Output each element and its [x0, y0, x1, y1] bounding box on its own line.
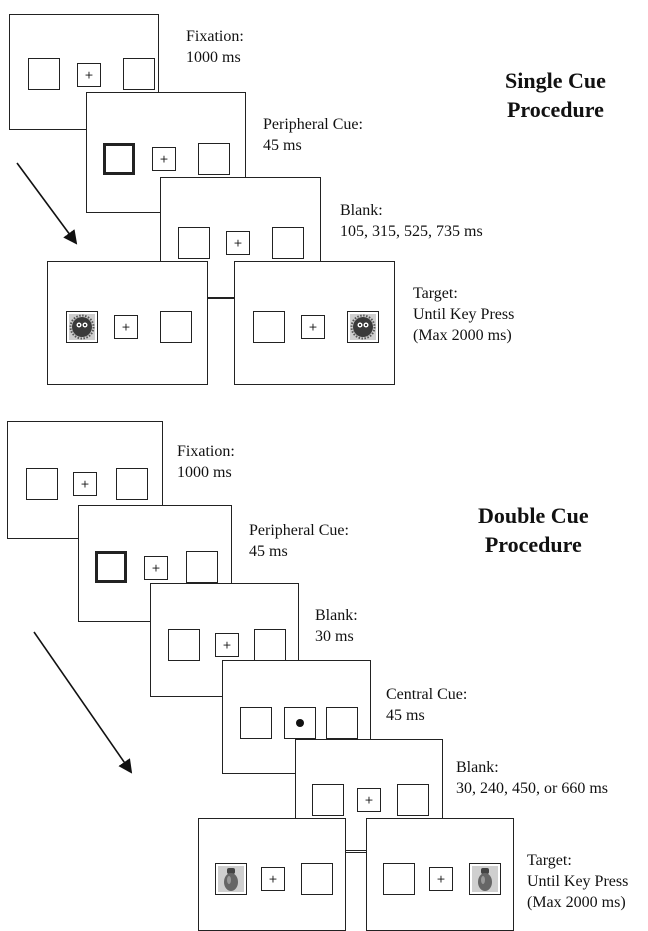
fixation-cross: + [430, 873, 452, 884]
left-placeholder-box [26, 468, 58, 500]
left-placeholder-box [312, 784, 344, 816]
single-target-left-frame: + [47, 261, 208, 385]
fixation-cross: + [115, 321, 137, 332]
fixation-box: + [144, 556, 168, 580]
right-placeholder-box [326, 707, 358, 739]
fixation-box: + [261, 867, 285, 891]
left-placeholder-box [253, 311, 285, 343]
single-target-label: Target:Until Key Press(Max 2000 ms) [413, 283, 514, 346]
bottle-icon [472, 866, 498, 892]
target-box-right [347, 311, 379, 343]
right-placeholder-box [272, 227, 304, 259]
connector-line [208, 297, 234, 298]
right-placeholder-box [397, 784, 429, 816]
fixation-cross: + [78, 69, 100, 80]
right-placeholder-box [186, 551, 218, 583]
target-box-left [66, 311, 98, 343]
single-target-right-frame: + [234, 261, 395, 385]
left-placeholder-box [178, 227, 210, 259]
fixation-box: + [114, 315, 138, 339]
left-placeholder-box [383, 863, 415, 895]
fixation-box: + [301, 315, 325, 339]
double-target-right-frame: + [366, 818, 514, 931]
fixation-cross: + [145, 562, 167, 573]
single-fixation-label: Fixation:1000 ms [186, 26, 244, 68]
fixation-box: + [77, 63, 101, 87]
fixation-cross: + [302, 321, 324, 332]
left-placeholder-box [168, 629, 200, 661]
bottle-icon [218, 866, 244, 892]
single-blank-label: Blank:105, 315, 525, 735 ms [340, 200, 483, 242]
right-placeholder-box [254, 629, 286, 661]
diagonal-arrow-icon [17, 163, 76, 243]
cued-left-box [95, 551, 127, 583]
left-placeholder-box [240, 707, 272, 739]
double-blank-label-2: Blank:30, 240, 450, or 660 ms [456, 757, 608, 799]
fixation-box: + [429, 867, 453, 891]
double-fixation-label: Fixation:1000 ms [177, 441, 235, 483]
double-blank-label-1: Blank:30 ms [315, 605, 358, 647]
cued-left-box [103, 143, 135, 175]
right-placeholder-box [123, 58, 155, 90]
fixation-cross: + [74, 478, 96, 489]
right-placeholder-box [116, 468, 148, 500]
fixation-cross: + [262, 873, 284, 884]
target-box-right [469, 863, 501, 895]
fuzzy-ball-icon [350, 314, 376, 340]
diagonal-arrow-icon [34, 632, 131, 772]
double-target-label: Target:Until Key Press(Max 2000 ms) [527, 850, 628, 913]
fixation-cross: + [358, 794, 380, 805]
double-peripheral-cue-label: Peripheral Cue:45 ms [249, 520, 349, 562]
right-placeholder-box [301, 863, 333, 895]
left-placeholder-box [28, 58, 60, 90]
fixation-cross: + [227, 237, 249, 248]
connector-line [346, 850, 366, 851]
double-central-cue-label: Central Cue:45 ms [386, 684, 467, 726]
fixation-cross: + [216, 639, 238, 650]
fixation-box: + [357, 788, 381, 812]
right-placeholder-box [160, 311, 192, 343]
fixation-box: + [73, 472, 97, 496]
central-cue-box [284, 707, 316, 739]
fixation-cross: + [153, 153, 175, 164]
right-placeholder-box [198, 143, 230, 175]
central-cue-dot [296, 719, 304, 727]
fixation-box: + [215, 633, 239, 657]
fuzzy-ball-icon [69, 314, 95, 340]
fixation-box: + [152, 147, 176, 171]
fixation-box: + [226, 231, 250, 255]
target-box-left [215, 863, 247, 895]
single-peripheral-cue-label: Peripheral Cue:45 ms [263, 114, 363, 156]
double-target-left-frame: + [198, 818, 346, 931]
